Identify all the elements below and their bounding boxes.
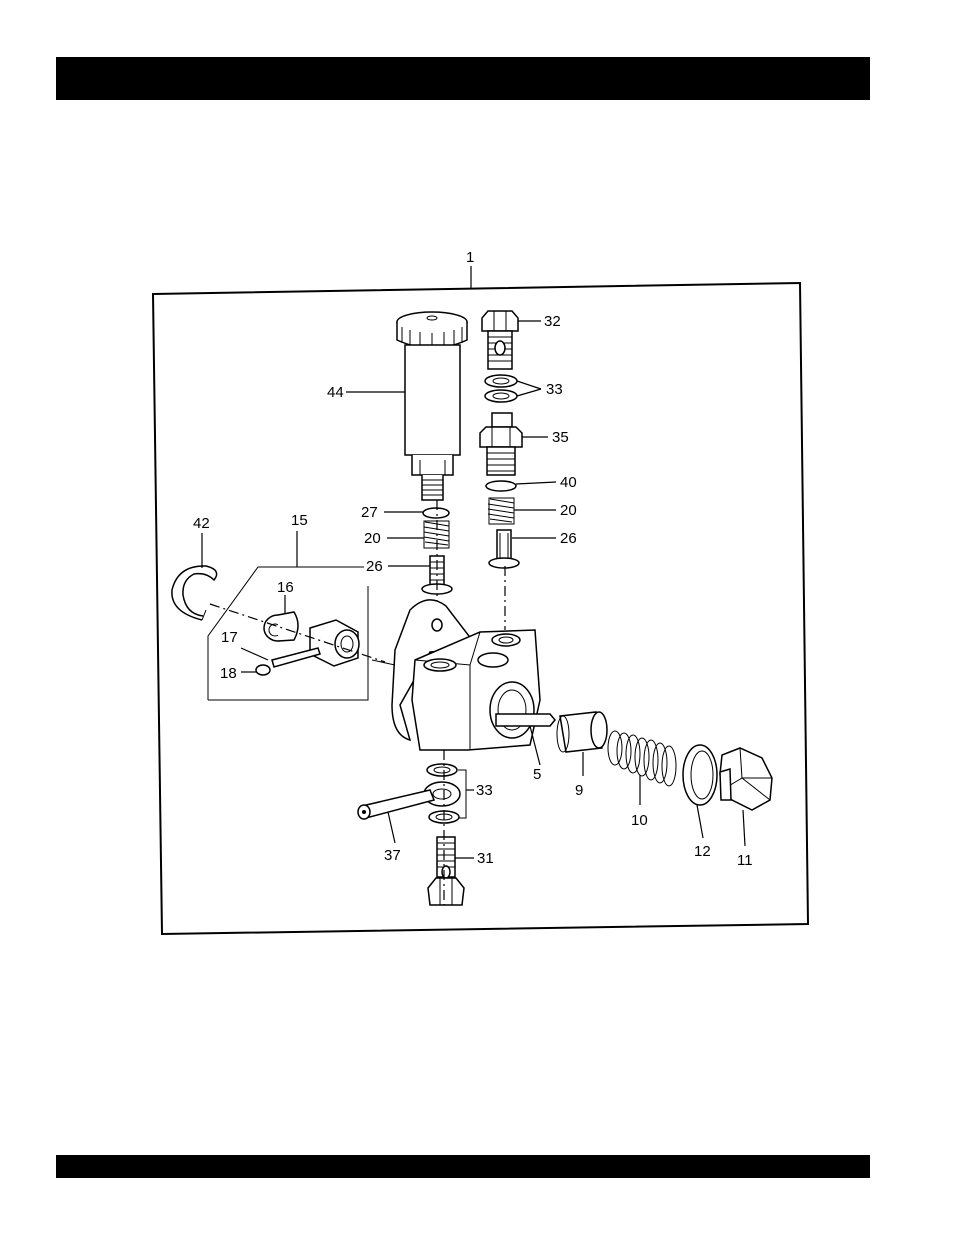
callout-10: 10 (631, 812, 648, 829)
o-ring-part-40 (486, 481, 516, 491)
callout-12: 12 (694, 843, 711, 860)
callout-26-left: 26 (366, 558, 383, 575)
callout-44: 44 (327, 384, 344, 401)
callout-5: 5 (533, 766, 541, 783)
banjo-bolt-part-32 (482, 311, 518, 369)
callout-16: 16 (277, 579, 294, 596)
pump-body-part-5 (372, 600, 555, 750)
callout-18: 18 (220, 665, 237, 682)
priming-pump-part-44 (397, 312, 467, 500)
valve-part-26-right (489, 530, 519, 568)
callout-27: 27 (361, 504, 378, 521)
o-ring-part-27 (423, 508, 449, 518)
callout-15: 15 (291, 512, 308, 529)
pin-part-17 (272, 648, 320, 667)
roller-part-16 (264, 612, 298, 641)
plug-part-11 (720, 748, 772, 810)
cap-part-18 (256, 665, 270, 675)
diagram-frame (153, 283, 808, 934)
callout-26-right: 26 (560, 530, 577, 547)
valve-holder-part-35 (480, 413, 522, 475)
callout-11: 11 (737, 852, 753, 869)
washers-part-33-upper (485, 375, 517, 402)
callout-20-left: 20 (364, 530, 381, 547)
spring-part-20-right (488, 498, 514, 524)
banjo-bolt-part-31 (428, 837, 464, 905)
callout-37: 37 (384, 847, 401, 864)
callout-32: 32 (544, 313, 561, 330)
tappet-part-15 (310, 620, 359, 666)
callout-35: 35 (552, 429, 569, 446)
spring-part-10 (608, 731, 676, 786)
callout-33-upper: 33 (546, 381, 563, 398)
gasket-part-12 (683, 745, 717, 805)
sleeve-part-9 (557, 712, 607, 752)
callout-40: 40 (560, 474, 577, 491)
callout-31: 31 (477, 850, 494, 867)
callout-17: 17 (221, 629, 238, 646)
callout-1: 1 (466, 249, 474, 266)
callout-20-right: 20 (560, 502, 577, 519)
snap-ring-part-42 (172, 566, 217, 620)
callout-42: 42 (193, 515, 210, 532)
callout-9: 9 (575, 782, 583, 799)
callout-33-lower: 33 (476, 782, 493, 799)
